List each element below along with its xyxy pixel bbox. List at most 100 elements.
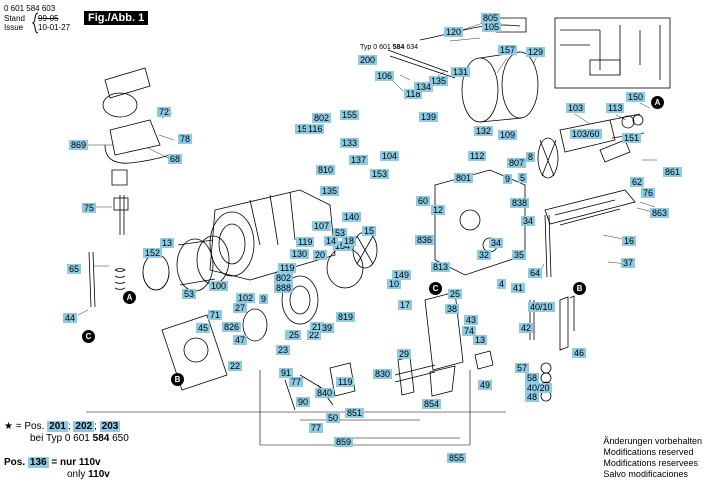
part-number-label: 44	[63, 313, 78, 323]
part-number-label: 65	[67, 264, 82, 274]
part-number-label: 801	[454, 173, 474, 183]
part-number-label: 106	[375, 71, 395, 81]
part-number-label: 851	[345, 408, 365, 418]
footnote-pos1: 201	[47, 421, 68, 432]
reference-circle-c: C	[429, 282, 442, 295]
part-number-label: 29	[397, 349, 412, 359]
part-number-label: 68	[168, 154, 183, 164]
part-number-label: 200	[358, 55, 378, 65]
part-number-label: 103/60	[570, 129, 602, 139]
part-number-label: 42	[519, 323, 534, 333]
part-number-label: 100	[209, 281, 229, 291]
part-number-label: 21	[310, 322, 325, 332]
reference-circle-a: A	[651, 96, 664, 109]
part-number-label: 859	[334, 437, 354, 447]
part-number-label: 15	[362, 226, 377, 236]
part-number-label: 810	[316, 165, 336, 175]
part-number-label: 16	[622, 236, 637, 246]
part-number-label: 4	[497, 279, 507, 289]
part-number-label: 119	[296, 237, 315, 247]
part-number-label: 10	[387, 279, 402, 289]
figure-title: Fig./Abb. 1	[84, 11, 149, 25]
footnote-volt1: 110v	[78, 457, 101, 468]
part-number-label: 38	[445, 304, 460, 314]
part-number-label: 112	[468, 151, 487, 161]
footnote-pos-prefix: = Pos.	[15, 421, 45, 432]
part-number-label: 153	[370, 169, 390, 179]
part-number-label: 45	[196, 323, 211, 333]
type-note: Typ 0 601 584 634	[360, 44, 418, 52]
modifications-en: Modifications reserved	[603, 447, 694, 457]
part-number-label: 40/10	[528, 302, 555, 312]
part-number-label: 132	[474, 126, 494, 136]
footnote-typ-suffix: 650	[112, 433, 129, 444]
part-number-label: 813	[431, 262, 451, 272]
part-number-label: 14	[324, 236, 339, 246]
part-number-label: 134	[414, 82, 434, 92]
part-number-label: 103	[566, 103, 586, 113]
part-number-label: 77	[309, 423, 324, 433]
footnote-voltage: Pos. 136 = nur 110v	[4, 457, 101, 469]
part-number-label: 57	[515, 363, 530, 373]
issue-label: Issue	[4, 23, 24, 32]
part-number-label: 22	[307, 330, 322, 340]
part-number-label: 53	[182, 289, 197, 299]
type-note-bold: 584	[392, 44, 405, 51]
part-number-label: 137	[349, 155, 369, 165]
footnote-pos-label: Pos.	[4, 457, 26, 468]
part-number-label: 861	[663, 167, 683, 177]
part-number-label: 154	[333, 241, 353, 251]
brace-icon	[32, 12, 39, 34]
reference-circle-b: B	[573, 282, 586, 295]
part-number-label: 13	[160, 238, 175, 248]
part-number-label: 807	[507, 158, 527, 168]
part-number-label: 869	[69, 140, 89, 150]
part-number-label: 135	[320, 186, 340, 196]
part-number-label: 91	[279, 368, 294, 378]
part-number-label: 139	[419, 112, 439, 122]
part-number-label: 120	[444, 27, 464, 37]
part-number: 0 601 584 603	[4, 4, 56, 13]
type-note-prefix: Typ 0 601	[360, 44, 391, 51]
part-number-label: 5	[518, 173, 528, 183]
footnote-pos-equals: = nur	[51, 457, 77, 468]
part-number-label: 888	[274, 283, 294, 293]
footnote-only: only 110v	[67, 469, 110, 481]
part-number-label: 9	[259, 294, 269, 304]
stand-old-value: 99-05	[38, 14, 59, 23]
footnote-only-label: only	[67, 469, 86, 480]
part-number-label: 12	[431, 205, 446, 215]
part-number-label: 131	[451, 67, 471, 77]
footnote-typ-bold: 584	[92, 433, 110, 444]
part-number-label: 819	[336, 312, 356, 322]
part-number-label: 43	[464, 315, 479, 325]
part-number-label: 830	[373, 369, 393, 379]
part-number-label: 8	[526, 152, 536, 162]
part-number-label: 133	[340, 138, 360, 148]
part-number-label: 20	[313, 250, 328, 260]
part-number-label: 129	[526, 47, 546, 57]
footnote-typ-prefix: bei Typ 0 601	[30, 433, 90, 444]
part-number-label: 64	[528, 268, 543, 278]
part-number-label: 53	[333, 228, 348, 238]
part-number-label: 156	[295, 124, 315, 134]
part-number-label: 60	[416, 196, 431, 206]
part-number-label: 46	[572, 348, 587, 358]
part-number-label: 77	[289, 377, 304, 387]
part-number-label: 76	[641, 188, 656, 198]
part-number-label: 104	[380, 151, 400, 161]
part-number-label: 37	[621, 258, 636, 268]
modifications-fr: Modifications reservees	[603, 458, 698, 468]
part-number-label: 58	[525, 373, 540, 383]
part-number-label: 32	[477, 250, 492, 260]
part-number-label: 34	[521, 216, 536, 226]
modifications-es: Salvo modificaciones	[603, 469, 688, 479]
part-number-label: 113	[606, 103, 625, 113]
part-number-label: 40/20	[525, 383, 552, 393]
part-number-label: 151	[622, 133, 642, 143]
part-number-label: 140	[342, 212, 362, 222]
reference-circle-b: B	[171, 373, 184, 386]
part-number-label: 130	[290, 249, 310, 259]
part-number-label: 105	[482, 22, 502, 32]
part-number-label: 855	[447, 453, 467, 463]
